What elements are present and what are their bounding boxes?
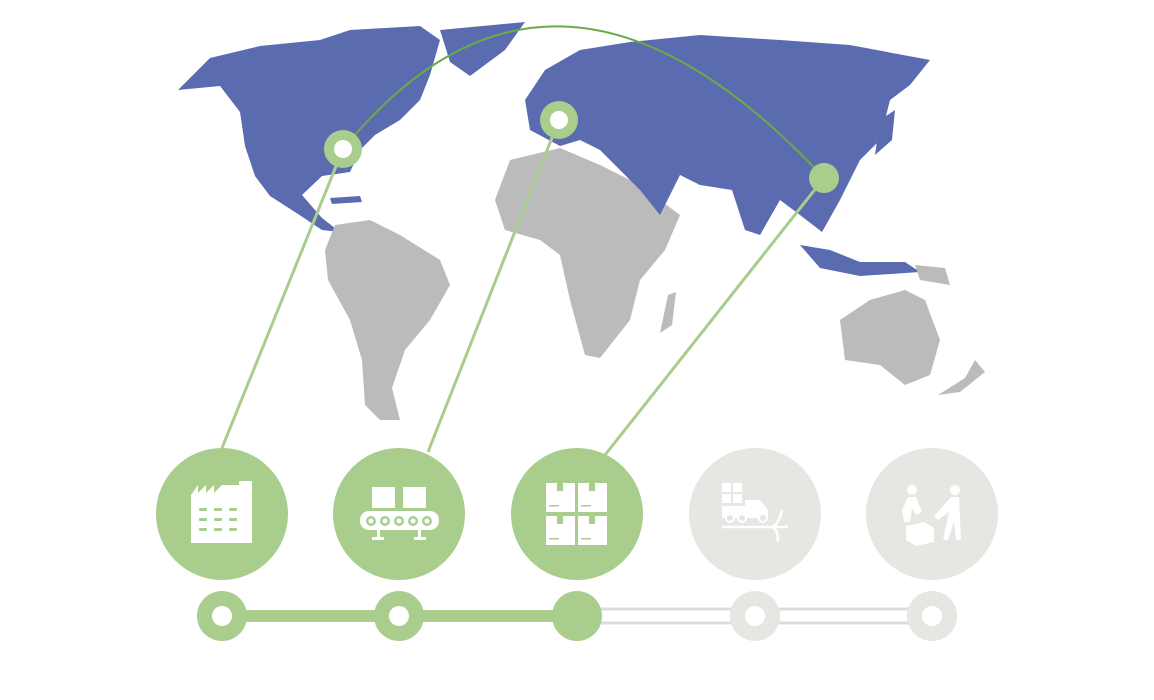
map-marker-asia[interactable]	[809, 163, 839, 193]
delivery-truck-icon	[722, 483, 788, 543]
warehouse-boxes-icon	[546, 483, 607, 545]
step-warehousing[interactable]	[511, 448, 643, 580]
north-america	[178, 26, 440, 232]
timeline-node[interactable]	[730, 591, 780, 641]
timeline-node[interactable]	[197, 591, 247, 641]
australia	[840, 290, 940, 385]
route-arc	[342, 25, 825, 179]
conveyor-belt-icon	[360, 487, 439, 540]
connector-line	[426, 119, 561, 453]
timeline-node-current[interactable]	[552, 591, 602, 641]
indonesia	[800, 245, 920, 276]
japan	[875, 110, 895, 155]
timeline-node[interactable]	[907, 591, 957, 641]
connector-line	[603, 177, 826, 456]
new-zealand	[938, 360, 985, 395]
step-manufacturing[interactable]	[156, 448, 288, 580]
connector-lines	[220, 119, 826, 456]
world-map	[178, 22, 985, 420]
map-marker-europe[interactable]	[540, 101, 578, 139]
africa	[495, 148, 680, 358]
greenland	[440, 22, 525, 76]
step-distribution[interactable]	[689, 448, 821, 580]
timeline-node[interactable]	[374, 591, 424, 641]
map-marker-north-america[interactable]	[324, 130, 362, 168]
madagascar	[660, 292, 676, 333]
new-guinea	[915, 265, 950, 285]
south-america	[325, 220, 450, 420]
step-production[interactable]	[333, 448, 465, 580]
handover-icon	[902, 485, 961, 546]
factory-icon	[191, 481, 252, 543]
caribbean	[330, 196, 362, 204]
progress-timeline	[197, 591, 957, 641]
step-delivery[interactable]	[866, 448, 998, 580]
connector-line	[220, 148, 345, 449]
